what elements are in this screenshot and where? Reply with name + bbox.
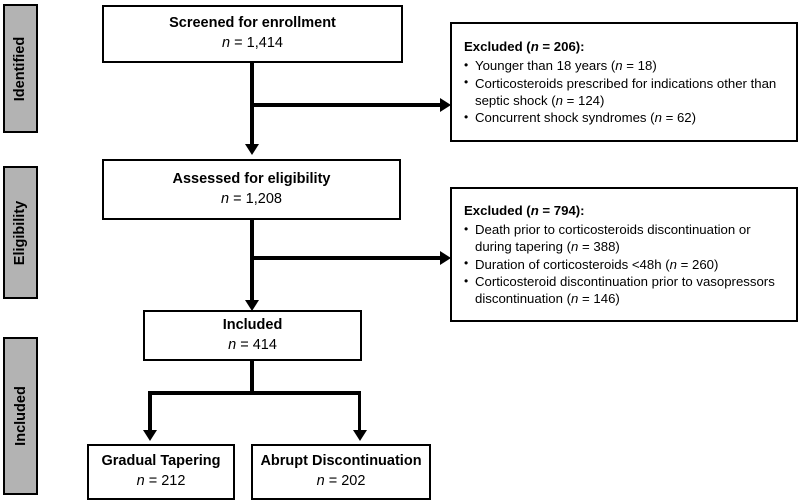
arrowhead-included-to-abrupt bbox=[352, 430, 367, 441]
connector-included-to-gradual bbox=[148, 391, 152, 433]
exclusion-box-2-list: Death prior to corticosteroids discontin… bbox=[464, 221, 786, 307]
flow-box-gradual-tapering-title: Gradual Tapering bbox=[101, 453, 221, 470]
connector-assessed-to-included bbox=[250, 219, 254, 303]
flow-box-included: Included n = 414 bbox=[143, 310, 362, 361]
stage-label-eligibility: Eligibility bbox=[12, 200, 29, 265]
flow-box-gradual-tapering-count: n = 212 bbox=[136, 473, 186, 489]
exclusion-item: Duration of corticosteroids <48h (n = 26… bbox=[464, 256, 786, 274]
exclusion-box-1-heading: Excluded (n = 206): bbox=[464, 39, 585, 55]
flow-box-included-title: Included bbox=[222, 316, 283, 333]
connector-included-to-abrupt bbox=[357, 391, 361, 433]
exclusion-box-1: Excluded (n = 206): Younger than 18 year… bbox=[450, 22, 798, 142]
arrowhead-screened-to-assessed bbox=[245, 144, 259, 155]
flow-box-abrupt-discontinuation: Abrupt Discontinuation n = 202 bbox=[251, 444, 431, 500]
arrowhead-assessed-to-included bbox=[245, 300, 259, 311]
exclusion-item: Younger than 18 years (n = 18) bbox=[464, 58, 786, 75]
exclusion-box-2: Excluded (n = 794): Death prior to corti… bbox=[450, 187, 798, 322]
stage-label-included: Included bbox=[12, 386, 29, 446]
exclusion-item: Corticosteroid discontinuation prior to … bbox=[464, 274, 786, 307]
exclusion-item: Corticosteroids prescribed for indicatio… bbox=[464, 75, 786, 109]
arrowhead-included-to-gradual bbox=[143, 430, 157, 441]
exclusion-box-2-heading: Excluded (n = 794): bbox=[464, 203, 585, 219]
connector-included-split-stem bbox=[250, 359, 254, 394]
flow-box-abrupt-discontinuation-count: n = 202 bbox=[316, 473, 366, 489]
flow-box-assessed-count: n = 1,208 bbox=[221, 190, 282, 207]
flow-box-screened-title: Screened for enrollment bbox=[169, 15, 336, 32]
arrowhead-screened-to-excluded-1 bbox=[440, 98, 451, 112]
arrowhead-assessed-to-excluded-2 bbox=[440, 251, 451, 265]
stage-bar-included: Included bbox=[3, 337, 38, 495]
flow-box-abrupt-discontinuation-title: Abrupt Discontinuation bbox=[260, 453, 422, 470]
stage-bar-identified: Identified bbox=[3, 4, 38, 133]
stage-label-identified: Identified bbox=[12, 36, 29, 101]
flow-box-assessed: Assessed for eligibility n = 1,208 bbox=[102, 159, 401, 220]
stage-bar-eligibility: Eligibility bbox=[3, 166, 38, 299]
connector-included-split-bar bbox=[148, 391, 361, 395]
flow-box-screened: Screened for enrollment n = 1,414 bbox=[102, 5, 403, 63]
exclusion-box-1-list: Younger than 18 years (n = 18) Corticost… bbox=[464, 57, 786, 127]
connector-assessed-to-excluded-2 bbox=[252, 256, 446, 260]
flow-box-gradual-tapering: Gradual Tapering n = 212 bbox=[87, 444, 235, 500]
connector-screened-to-excluded-1 bbox=[252, 103, 446, 107]
flow-box-screened-count: n = 1,414 bbox=[222, 35, 283, 51]
exclusion-item: Concurrent shock syndromes (n = 62) bbox=[464, 110, 786, 127]
flow-box-assessed-title: Assessed for eligibility bbox=[172, 170, 331, 187]
exclusion-item: Death prior to corticosteroids discontin… bbox=[464, 222, 786, 255]
flow-box-included-count: n = 414 bbox=[228, 336, 277, 353]
